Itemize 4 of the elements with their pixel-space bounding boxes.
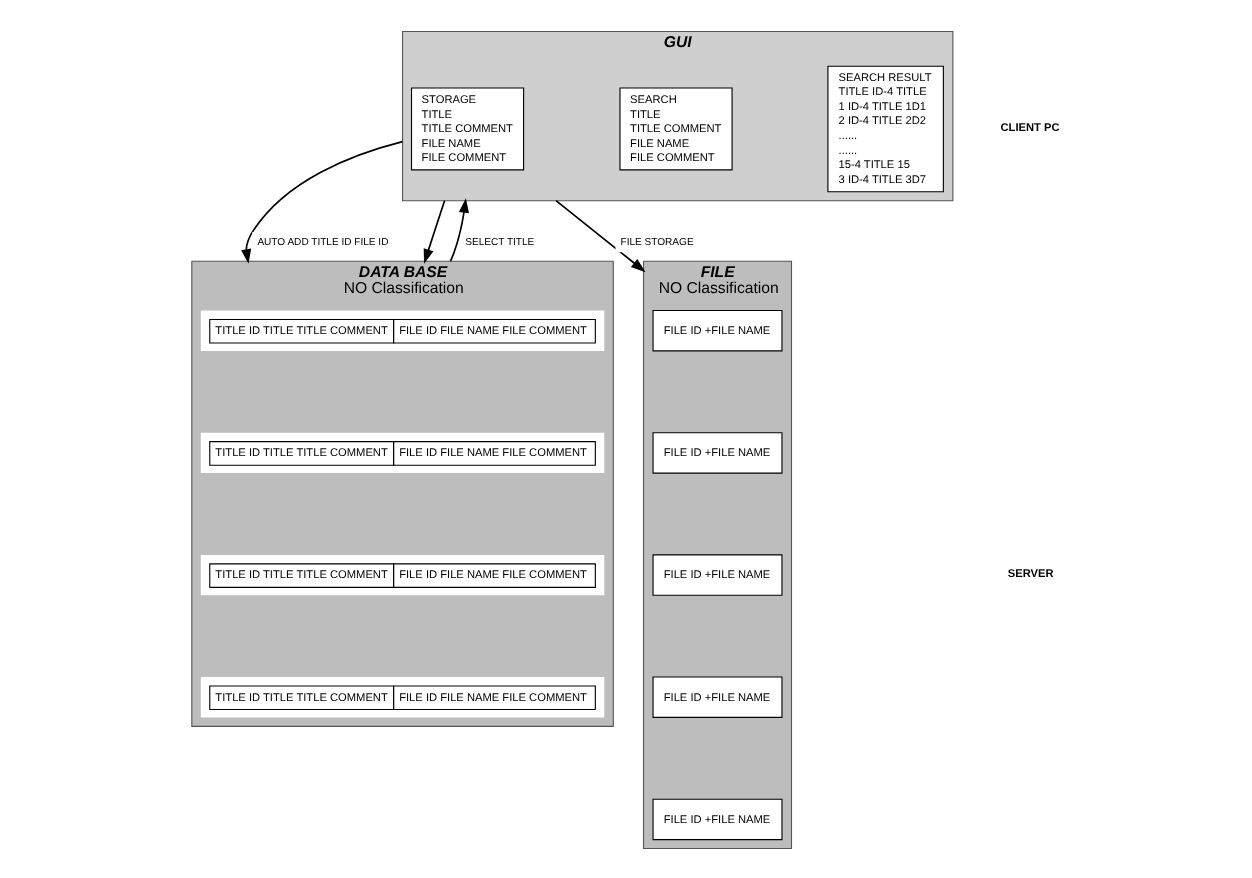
arrow xyxy=(448,197,468,262)
arrow xyxy=(240,139,403,263)
arrow xyxy=(422,198,445,263)
arrow xyxy=(554,198,645,272)
